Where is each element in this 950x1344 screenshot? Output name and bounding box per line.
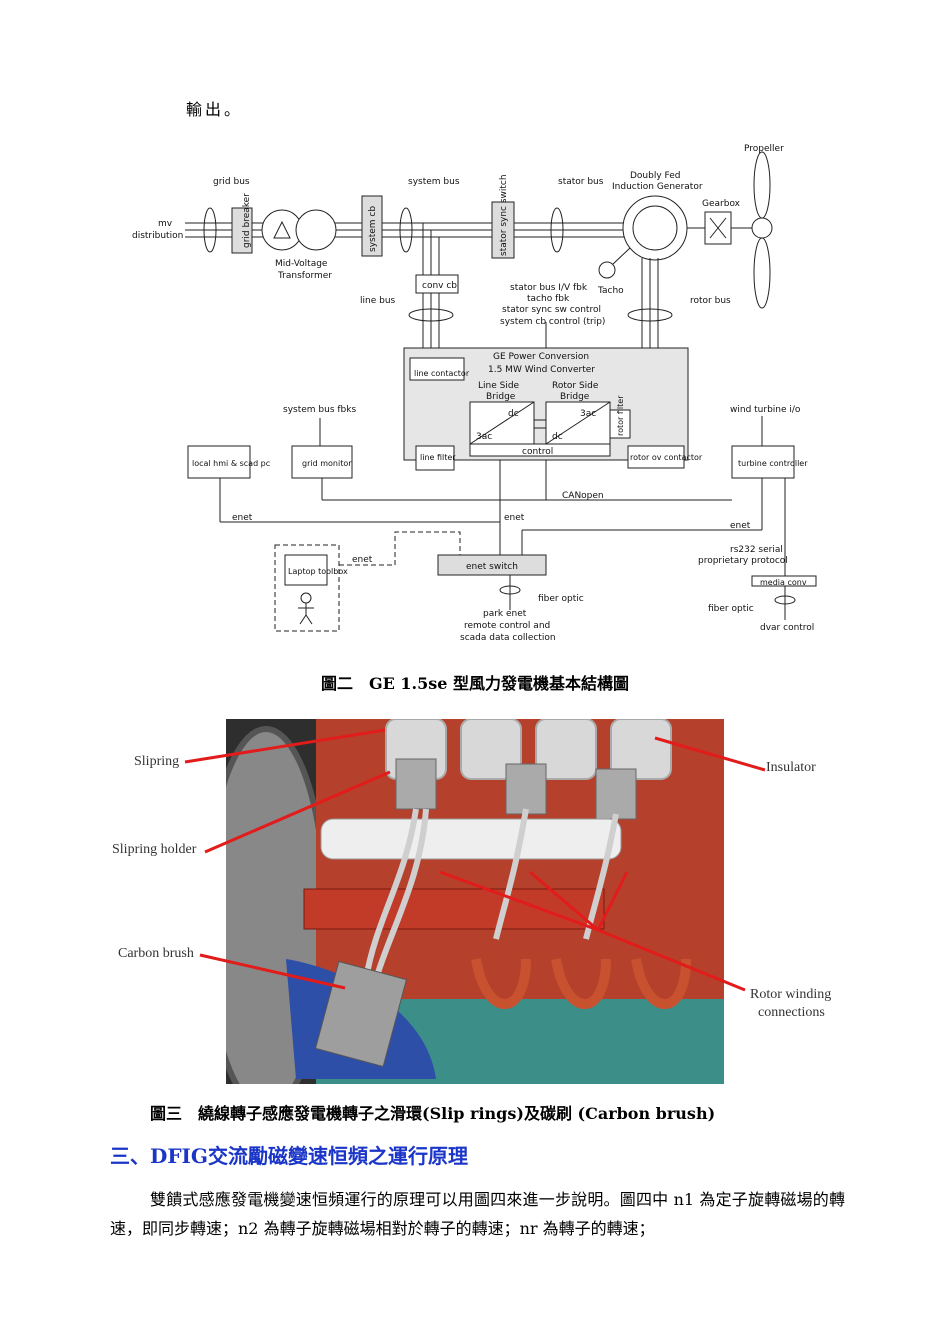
- label-enet-mid: enet: [504, 513, 525, 523]
- label-rotor-ov-contactor: rotor ov contactor: [630, 453, 703, 462]
- photo-label-rotor-winding-1: Rotor winding: [750, 987, 832, 1002]
- label-turbine-controller: turbine controller: [738, 459, 808, 468]
- label-signals-2: tacho fbk: [527, 294, 570, 304]
- label-line-side-bridge-1: Line Side: [478, 381, 520, 391]
- label-dfig-1: Doubly Fed: [630, 171, 680, 181]
- label-gearbox: Gearbox: [702, 199, 741, 209]
- label-signals-1: stator bus I/V fbk: [510, 283, 588, 293]
- photo-label-slipring-holder: Slipring holder: [112, 842, 197, 857]
- label-rotor-bus: rotor bus: [690, 296, 731, 306]
- label-system-bus: system bus: [408, 177, 460, 187]
- label-rotor-side-bridge-1: Rotor Side: [552, 381, 599, 391]
- photo-label-slipring: Slipring: [134, 754, 180, 769]
- label-rs232-1: rs232 serial: [730, 545, 783, 555]
- label-propeller: Propeller: [744, 144, 784, 154]
- label-transformer-2: Transformer: [277, 271, 332, 281]
- label-grid-breaker: grid breaker: [242, 193, 252, 248]
- label-grid-monitor: grid monitor: [302, 459, 352, 468]
- label-tacho: Tacho: [597, 286, 624, 296]
- top-text: 輸出。: [186, 100, 244, 119]
- label-canopen: CANopen: [562, 491, 604, 501]
- wind-turbine-diagram: mv distribution grid bus grid breaker Mi…: [132, 144, 817, 643]
- label-converter-title-1: GE Power Conversion: [493, 352, 589, 362]
- label-stator-bus: stator bus: [558, 177, 604, 187]
- label-line-bus: line bus: [360, 296, 396, 306]
- label-line-side-bridge-2: Bridge: [486, 392, 516, 402]
- label-enet-right: enet: [730, 521, 751, 531]
- label-signals-4: system cb control (trip): [500, 317, 605, 327]
- label-3ac-1: 3ac: [476, 432, 492, 442]
- label-rotor-side-bridge-2: Bridge: [560, 392, 590, 402]
- label-rs232-2: proprietary protocol: [698, 556, 788, 566]
- label-mv: mv: [158, 219, 173, 229]
- label-system-cb: system cb: [368, 206, 378, 252]
- photo-label-rotor-winding-2: connections: [758, 1005, 825, 1020]
- photo-label-carbon-brush: Carbon brush: [118, 946, 194, 961]
- label-dc-1: dc: [508, 409, 519, 419]
- label-enet-laptop: enet: [352, 555, 373, 565]
- label-dc-2: dc: [552, 432, 563, 442]
- label-fiber-optic-1: fiber optic: [538, 594, 584, 604]
- label-system-bus-fbks: system bus fbks: [283, 405, 356, 415]
- label-media-conv: media conv: [760, 578, 807, 587]
- label-enet-switch: enet switch: [466, 562, 518, 572]
- label-laptop-toolbox: Laptop toolbox: [288, 567, 348, 576]
- label-local-hmi: local hmi & scad pc: [192, 459, 270, 468]
- label-rotor-filter: rotor filter: [616, 395, 625, 436]
- label-fiber-optic-2: fiber optic: [708, 604, 754, 614]
- label-stator-sync-switch: stator sync switch: [499, 174, 509, 256]
- figure-3-caption: 圖三 繞線轉子感應發電機轉子之滑環(Slip rings)及碳刷 (Carbon…: [150, 1104, 716, 1123]
- label-wind-turbine-io: wind turbine i/o: [730, 405, 801, 415]
- photo-label-insulator: Insulator: [766, 760, 816, 775]
- label-park-enet-1: park enet: [483, 609, 527, 619]
- label-control: control: [522, 447, 553, 457]
- label-line-filter: line filter: [420, 453, 456, 462]
- label-conv-cb: conv cb: [422, 281, 457, 291]
- label-enet-left: enet: [232, 513, 253, 523]
- label-3ac-2: 3ac: [580, 409, 596, 419]
- label-park-enet-3: scada data collection: [460, 633, 556, 643]
- label-grid-bus: grid bus: [213, 177, 250, 187]
- section-heading: 三、DFIG交流勵磁變速恒頻之運行原理: [110, 1144, 468, 1168]
- label-dfig-2: Induction Generator: [612, 182, 703, 192]
- label-park-enet-2: remote control and: [464, 621, 550, 631]
- label-signals-3: stator sync sw control: [502, 305, 601, 315]
- label-line-contactor: line contactor: [414, 369, 470, 378]
- label-distribution: distribution: [132, 231, 183, 241]
- body-paragraph: 雙饋式感應發電機變速恒頻運行的原理可以用圖四來進一步說明。圖四中 n1 為定子旋…: [110, 1190, 845, 1238]
- label-dvar-control: dvar control: [760, 623, 814, 633]
- figure-2-caption: 圖二 GE 1.5se 型風力發電機基本結構圖: [320, 674, 630, 693]
- label-transformer-1: Mid-Voltage: [275, 259, 328, 269]
- photo-annotation-arrows: [184, 728, 766, 992]
- label-converter-title-2: 1.5 MW Wind Converter: [488, 365, 595, 375]
